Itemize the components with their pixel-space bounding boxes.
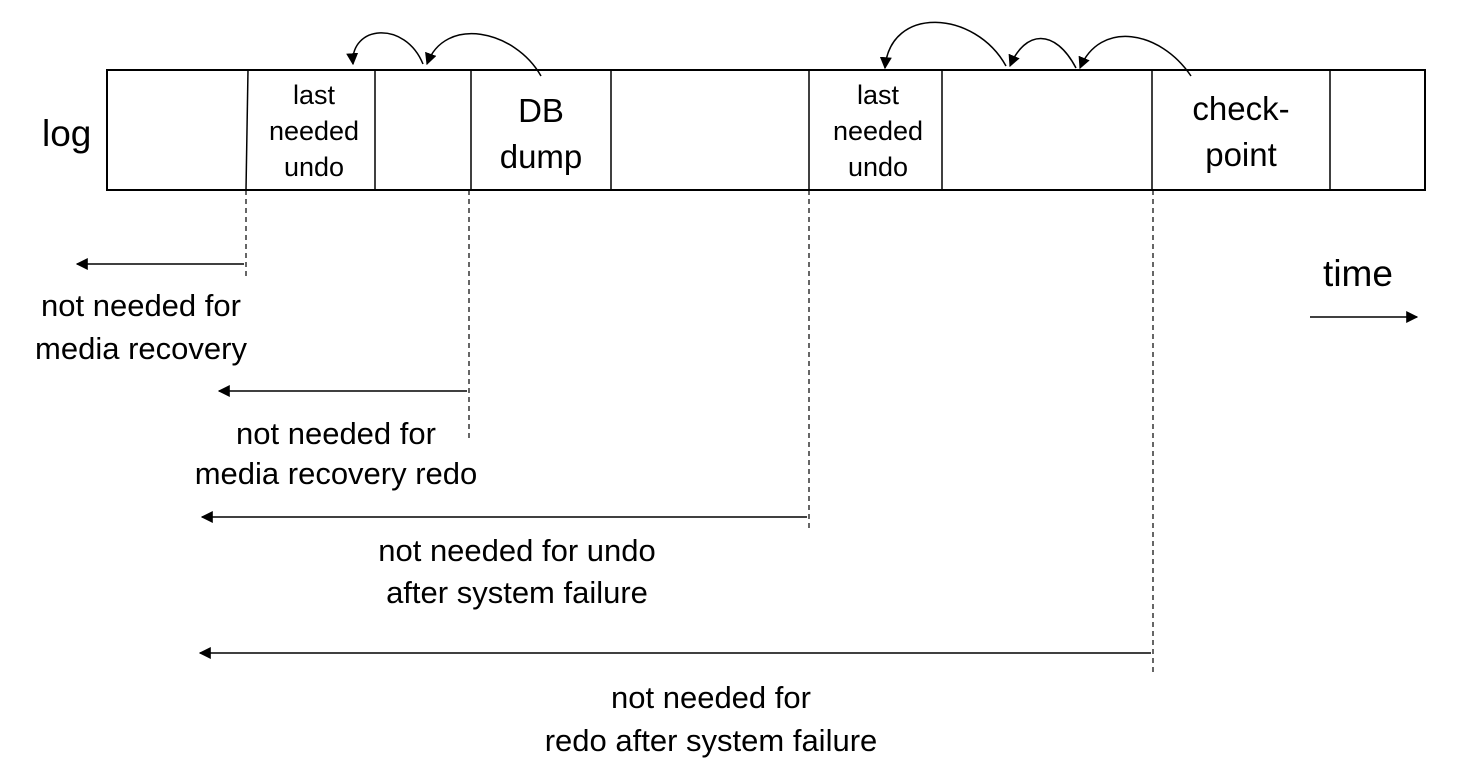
note-redo-after-failure: not needed for redo after system failure <box>545 680 878 758</box>
note-undo-after-failure: not needed for undo after system failure <box>378 533 656 610</box>
note-text: media recovery redo <box>195 456 478 491</box>
note-text: not needed for <box>41 288 241 323</box>
cell-text: DB <box>518 92 564 129</box>
cell-db-dump: DB dump <box>500 92 583 175</box>
note-text: not needed for <box>236 416 436 451</box>
cell-last-needed-undo-1: last needed undo <box>269 80 359 182</box>
note-text: not needed for <box>611 680 811 715</box>
cell-text: needed <box>833 116 923 146</box>
cell-text: point <box>1205 136 1277 173</box>
log-label: log <box>42 113 91 154</box>
log-divider <box>245 69 249 191</box>
cell-text: last <box>857 80 900 110</box>
pointer-arc <box>1008 37 1077 69</box>
log-bar-frame <box>106 69 1426 191</box>
cell-text: undo <box>284 152 344 182</box>
note-text: media recovery <box>35 331 247 366</box>
cell-text: needed <box>269 116 359 146</box>
boundary-lines <box>245 190 1154 672</box>
cell-text: dump <box>500 138 583 175</box>
pointer-arc <box>425 32 542 77</box>
note-text: not needed for undo <box>378 533 656 568</box>
time-label: time <box>1323 253 1393 294</box>
pointer-arc <box>346 32 424 66</box>
note-media-recovery-redo: not needed for media recovery redo <box>195 416 478 491</box>
cell-text: undo <box>848 152 908 182</box>
cell-text: check- <box>1192 90 1289 127</box>
pointer-arc <box>879 21 1007 70</box>
cell-last-needed-undo-2: last needed undo <box>833 80 923 182</box>
cell-text: last <box>293 80 336 110</box>
pointer-arc <box>1078 35 1192 77</box>
backward-pointers <box>346 21 1192 77</box>
note-text: after system failure <box>386 575 648 610</box>
cell-checkpoint: check- point <box>1192 90 1289 173</box>
range-arrows <box>75 258 1151 659</box>
log-bar <box>106 69 1426 191</box>
note-media-recovery: not needed for media recovery <box>35 288 247 366</box>
note-text: redo after system failure <box>545 723 878 758</box>
